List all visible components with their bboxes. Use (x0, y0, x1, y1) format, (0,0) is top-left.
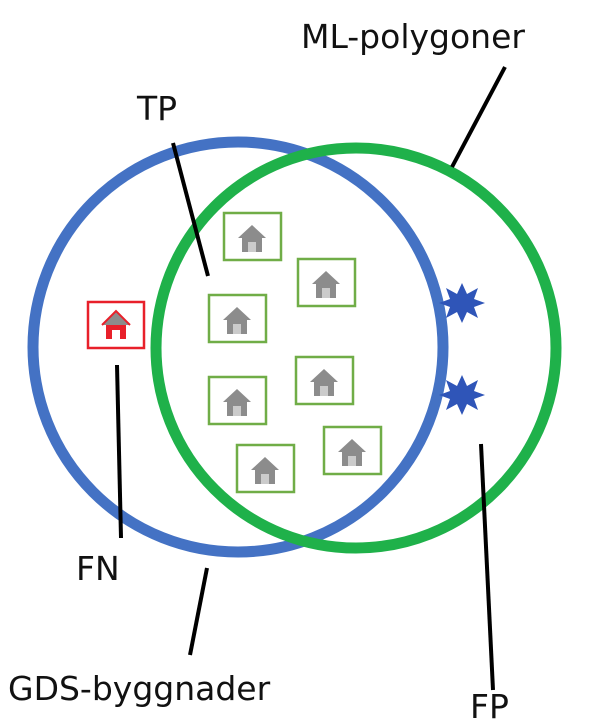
gds-leader-line (188, 567, 209, 656)
fp-leader-line (479, 443, 495, 691)
gds-buildings-circle (27, 136, 449, 558)
false-negative-label: FN (76, 549, 120, 588)
ml-polygons-circle (150, 142, 562, 554)
tp-building (322, 425, 383, 476)
fp-star-burst-icon (439, 375, 485, 415)
tp-building (235, 443, 296, 494)
tp-building (222, 211, 283, 262)
ml-leader-line (450, 66, 507, 168)
fn-leader-line (115, 364, 123, 539)
fp-star-burst-icon (439, 283, 485, 323)
false-positive-label: FP (470, 687, 509, 726)
tp-building (207, 375, 268, 426)
tp-leader-line (171, 142, 210, 277)
tp-building (207, 293, 268, 344)
gds-buildings-label: GDS-byggnader (8, 669, 271, 708)
true-positive-label: TP (137, 89, 178, 128)
fn-building (86, 300, 146, 350)
tp-building (296, 257, 357, 308)
ml-polygons-label: ML-polygoner (301, 17, 525, 56)
tp-building (294, 355, 355, 406)
